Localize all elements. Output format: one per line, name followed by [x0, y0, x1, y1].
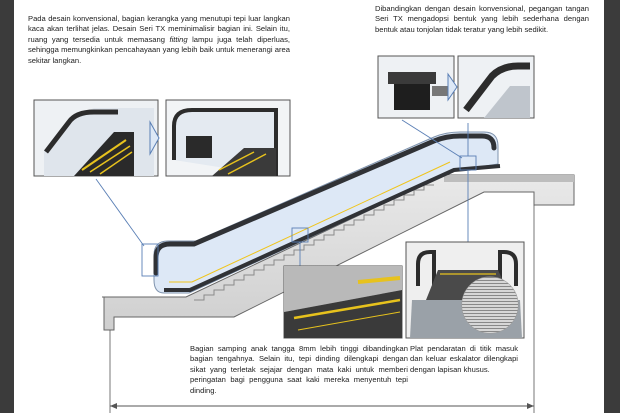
photo-tx-handrail [457, 55, 535, 119]
photo-skirt-brush [283, 265, 403, 339]
note-text: Pada desain konvensional, bagian kerangk… [28, 14, 290, 44]
glass-balustrade [153, 131, 499, 294]
photo-landing-plate [405, 241, 525, 339]
note-landing-plate: Plat pendaratan di titik masuk dan kelua… [410, 344, 518, 374]
skirt-brush-line [169, 161, 451, 283]
handrail [153, 133, 497, 276]
length-dimension [109, 205, 535, 413]
skirt-rail [164, 164, 501, 292]
infographic-page: Pada desain konvensional, bagian kerangk… [14, 0, 604, 413]
photo-conventional-handrail [377, 55, 455, 119]
photo-tx-balustrade [165, 99, 291, 177]
arrow-right-icon [149, 120, 160, 156]
note-handrail: Dibandingkan dengan desain konvensional,… [375, 4, 589, 34]
note-skirt-brush: Bagian samping anak tangga 8mm lebih tin… [190, 344, 408, 395]
photo-conventional-balustrade [33, 99, 159, 177]
note-emphasis: fitting [169, 34, 188, 44]
upper-floor [444, 175, 574, 182]
callout-marker-balustrade [141, 243, 159, 277]
callout-lines [95, 119, 477, 277]
note-glass-balustrade: Pada desain konvensional, bagian kerangk… [28, 14, 290, 66]
escalator-diagram [33, 55, 575, 413]
arrow-right-icon [447, 72, 458, 102]
note-text: lampu juga telah diperluas, sehingga mem… [28, 34, 290, 65]
escalator-steps [194, 184, 434, 301]
